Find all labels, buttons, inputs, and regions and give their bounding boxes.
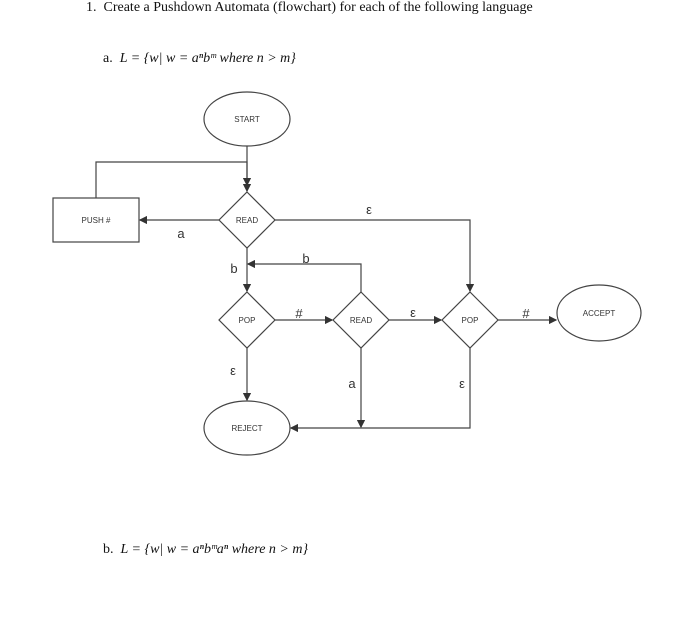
edge-label: ε xyxy=(410,305,416,320)
question-text: Create a Pushdown Automata (flowchart) f… xyxy=(103,0,533,15)
edge-pop2-reject xyxy=(289,348,471,433)
reject-label: REJECT xyxy=(231,424,262,433)
part-b-label: b. xyxy=(103,542,114,557)
edge-label: # xyxy=(522,306,530,321)
edge-label: ε xyxy=(230,363,236,378)
part-a: a. L = {w| w = aⁿbᵐ where n > m} xyxy=(103,51,296,67)
edge-label: a xyxy=(348,376,356,391)
edge-label: ε xyxy=(459,376,465,391)
part-b-formula: L = {w| w = aⁿbᵐaⁿ where n > m} xyxy=(120,542,309,557)
push-label: PUSH # xyxy=(82,216,111,225)
read2-label: READ xyxy=(350,316,372,325)
part-a-formula: L = {w| w = aⁿbᵐ where n > m} xyxy=(119,51,296,66)
read1-label: READ xyxy=(236,216,258,225)
question-title: 1. Create a Pushdown Automata (flowchart… xyxy=(86,0,533,16)
edge-label: b xyxy=(230,261,237,276)
pop1-label: POP xyxy=(239,316,256,325)
edge-read1-pop2 xyxy=(275,219,475,293)
accept-label: ACCEPT xyxy=(583,309,616,318)
edge-label: ε xyxy=(366,202,372,217)
edge-label: # xyxy=(295,306,303,321)
edge-push-loop xyxy=(95,161,252,198)
pop2-label: POP xyxy=(462,316,479,325)
question-number: 1. xyxy=(86,0,97,15)
edge-label: a xyxy=(177,226,185,241)
part-b: b. L = {w| w = aⁿbᵐaⁿ where n > m} xyxy=(103,542,308,558)
accept-node xyxy=(556,284,642,342)
start-label: START xyxy=(234,115,260,124)
edge-read2-back xyxy=(246,259,362,292)
edge-label: b xyxy=(302,251,309,266)
part-a-label: a. xyxy=(103,51,113,66)
